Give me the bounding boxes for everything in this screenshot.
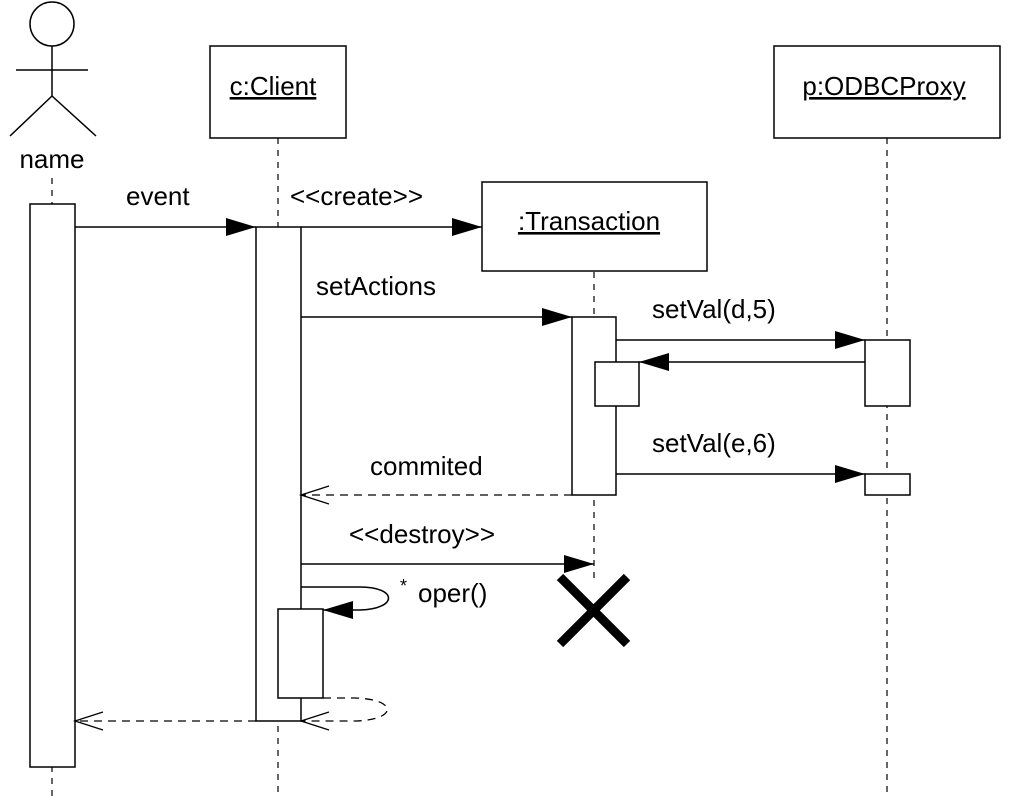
object-proxy-label: p:ODBCProxy (802, 71, 965, 101)
activation-client-nested (277, 608, 324, 699)
destruction-x-icon (556, 573, 631, 648)
actor-figure (9, 1, 97, 137)
message-create-label: <<create>> (290, 181, 423, 211)
message-event-label: event (126, 181, 190, 211)
message-oper-multiplicity: * (400, 576, 407, 596)
message-event: event (75, 181, 256, 236)
activation-proxy-2 (864, 473, 911, 496)
message-oper-label: oper() (418, 578, 487, 608)
activation-actor (29, 203, 76, 768)
actor-leg-left (9, 95, 53, 137)
message-set-val-d: setVal(d,5) (616, 294, 865, 349)
message-create-arrowhead (452, 218, 482, 236)
message-create: <<create>> (290, 181, 482, 236)
message-oper-self-arrowhead (323, 601, 353, 619)
actor-name: name (19, 144, 84, 174)
message-set-val-d-label: setVal(d,5) (652, 294, 776, 324)
actor-head (29, 1, 75, 47)
message-set-val-e: setVal(e,6) (616, 428, 865, 483)
message-set-actions-arrowhead (542, 308, 572, 326)
message-commited (298, 485, 572, 505)
message-oper-return-loop (301, 697, 388, 722)
object-client-label: c:Client (230, 71, 317, 101)
message-return-actor-arrowhead (72, 711, 104, 731)
message-oper-return (298, 697, 388, 731)
object-proxy-box (773, 45, 1001, 139)
message-set-actions: setActions (301, 271, 572, 326)
object-transaction-label: :Transaction (518, 206, 660, 236)
message-set-actions-label: setActions (316, 271, 436, 301)
object-transaction-box (481, 181, 708, 272)
message-destroy-label: <<destroy>> (349, 519, 495, 549)
object-transaction: :Transaction (481, 181, 708, 272)
object-client: c:Client (209, 45, 347, 139)
object-client-box (209, 45, 347, 139)
activation-proxy-1 (864, 339, 911, 407)
message-callback-arrowhead (639, 353, 669, 371)
message-commited-arrowhead (298, 485, 330, 505)
destruction-x-stroke-2 (556, 573, 631, 648)
actor-leg-right (51, 95, 97, 137)
message-destroy-arrowhead (564, 555, 594, 573)
message-set-val-e-arrowhead (835, 465, 865, 483)
message-set-val-e-label: setVal(e,6) (652, 428, 776, 458)
activations (29, 203, 911, 768)
message-oper-self: * oper() (301, 576, 487, 619)
activation-transaction-nested (594, 361, 640, 407)
message-event-arrowhead (226, 218, 256, 236)
message-destroy: <<destroy>> (301, 519, 594, 573)
message-commited-label: commited (370, 451, 483, 481)
message-return-actor (72, 711, 256, 731)
message-oper-return-arrowhead (298, 711, 330, 731)
message-callback (639, 353, 865, 371)
object-proxy: p:ODBCProxy (773, 45, 1001, 139)
message-oper-self-loop (301, 586, 390, 611)
message-set-val-d-arrowhead (835, 331, 865, 349)
